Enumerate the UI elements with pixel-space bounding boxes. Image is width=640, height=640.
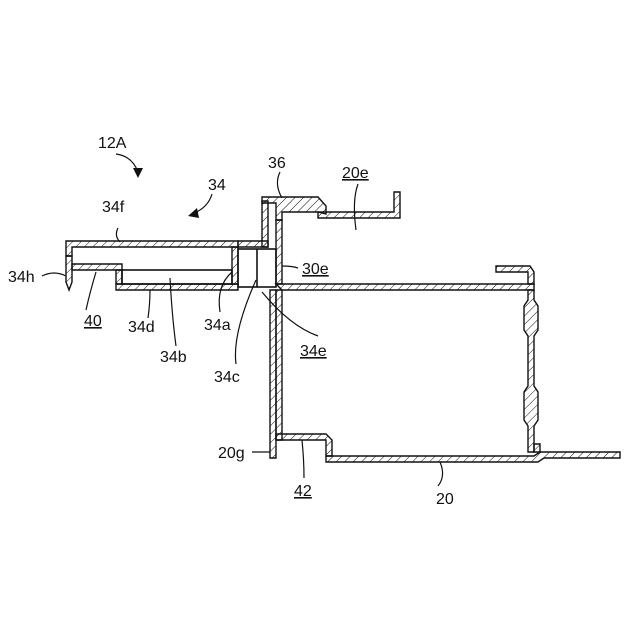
label-42: 42 [294, 483, 312, 500]
label-20: 20 [436, 491, 454, 508]
label-34h: 34h [8, 269, 35, 286]
bottom-34d [116, 284, 238, 290]
label-40: 40 [84, 313, 102, 330]
right-lip [496, 266, 534, 284]
label-20g: 20g [218, 445, 245, 462]
bottom-wall-20 [326, 452, 620, 462]
label-34f: 34f [102, 199, 125, 216]
label-36: 36 [268, 155, 286, 172]
label-34b: 34b [160, 349, 187, 366]
arrows [116, 154, 212, 218]
label-12A: 12A [98, 135, 127, 152]
label-34c: 34c [214, 369, 240, 386]
leaders [42, 172, 443, 486]
left-wall-20g [270, 290, 276, 458]
flange-20e [318, 192, 400, 218]
labels: 12A 34 34f 36 20e 34h 30e 40 34d 34a 34b… [8, 135, 454, 508]
partition-34a [232, 247, 238, 284]
right-extension [534, 444, 540, 452]
label-34a: 34a [204, 317, 231, 334]
label-30e: 30e [302, 261, 329, 278]
cavity-34b [122, 270, 232, 284]
arrow-34-head [188, 208, 199, 218]
label-34e: 34e [300, 343, 327, 360]
step-34d [116, 270, 122, 284]
wall-34f [66, 241, 238, 256]
frame-20 [270, 266, 620, 462]
riser-36 [262, 201, 268, 247]
lip-34h [66, 256, 72, 290]
right-wall [524, 290, 538, 452]
top-wall-30e [276, 284, 534, 290]
inner-wall-40 [72, 264, 122, 270]
cap-36 [262, 197, 326, 220]
block-34c [238, 249, 276, 287]
label-34: 34 [208, 177, 226, 194]
arrow-12A-head [133, 168, 143, 178]
label-20e: 20e [342, 165, 369, 182]
member-36 [262, 192, 400, 284]
web-36 [276, 220, 282, 284]
label-34d: 34d [128, 319, 155, 336]
bottom-step-42 [276, 434, 332, 456]
